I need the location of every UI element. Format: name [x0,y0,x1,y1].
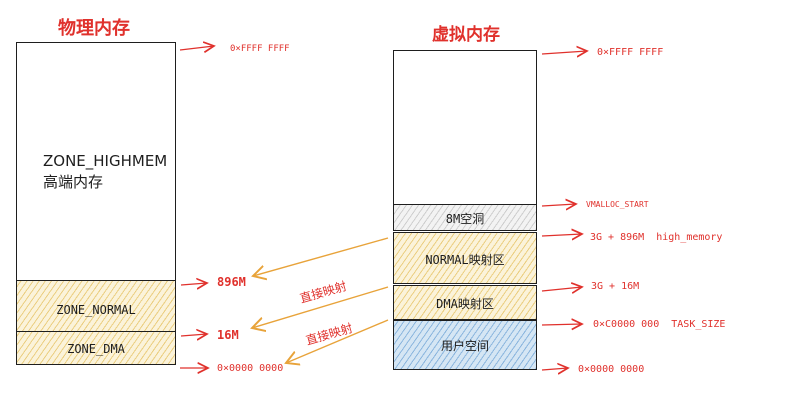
zone-dma-block: ZONE_DMA [16,331,176,365]
virt-addr-high-memory: 3G + 896M high_memory [590,232,723,243]
virtual-memory-title: 虚拟内存 [432,25,500,45]
zone-highmem-sublabel: 高端内存 [43,173,104,191]
dma-map-block: DMA映射区 [393,285,537,320]
user-space-block: 用户空间 [393,320,537,370]
phys-addr-zero: 0×0000 0000 [217,363,284,374]
normal-map-block: NORMAL映射区 [393,232,537,284]
virt-addr-zero: 0×0000 0000 [578,364,645,375]
mapping-arrow-normal-top [253,237,389,276]
user-space-label: 用户空间 [440,339,489,353]
phys-addr-16m: 16M [217,328,239,342]
virt-addr-3g16m: 3G + 16M [591,281,640,292]
vmalloc-gap-label: 8M空洞 [445,212,485,226]
dma-map-label: DMA映射区 [436,297,494,311]
zone-normal-block: ZONE_NORMAL [16,280,176,333]
mapping-arrow-dma [286,319,389,363]
virt-addr-task-size: 0×C0000 000 TASK_SIZE [593,319,726,330]
zone-normal-label: ZONE_NORMAL [56,303,136,317]
phys-addr-top: 0×FFFF FFFF [230,44,290,54]
arrow-virt-top [541,51,587,54]
physical-memory-title: 物理内存 [58,18,130,39]
normal-map-label: NORMAL映射区 [425,253,505,267]
mapping-arrow-normal-bottom [252,286,389,328]
arrow-virt-zero [541,368,568,370]
phys-addr-896m: 896M [217,275,246,289]
virt-addr-vmalloc: VMALLOC_START [586,200,649,209]
arrow-phys-top [179,46,214,50]
arrow-virt-task [541,324,582,325]
arrow-virt-highmem [541,234,582,236]
zone-highmem-label: ZONE_HIGHMEM [43,152,168,170]
arrow-phys-16 [180,334,207,336]
arrow-virt-3g16 [541,287,582,291]
zone-dma-label: ZONE_DMA [67,342,125,356]
arrow-phys-896 [180,283,207,285]
virt-addr-top: 0×FFFF FFFF [597,47,664,58]
vmalloc-gap-block: 8M空洞 [393,204,537,231]
arrow-virt-vmalloc [541,204,576,206]
